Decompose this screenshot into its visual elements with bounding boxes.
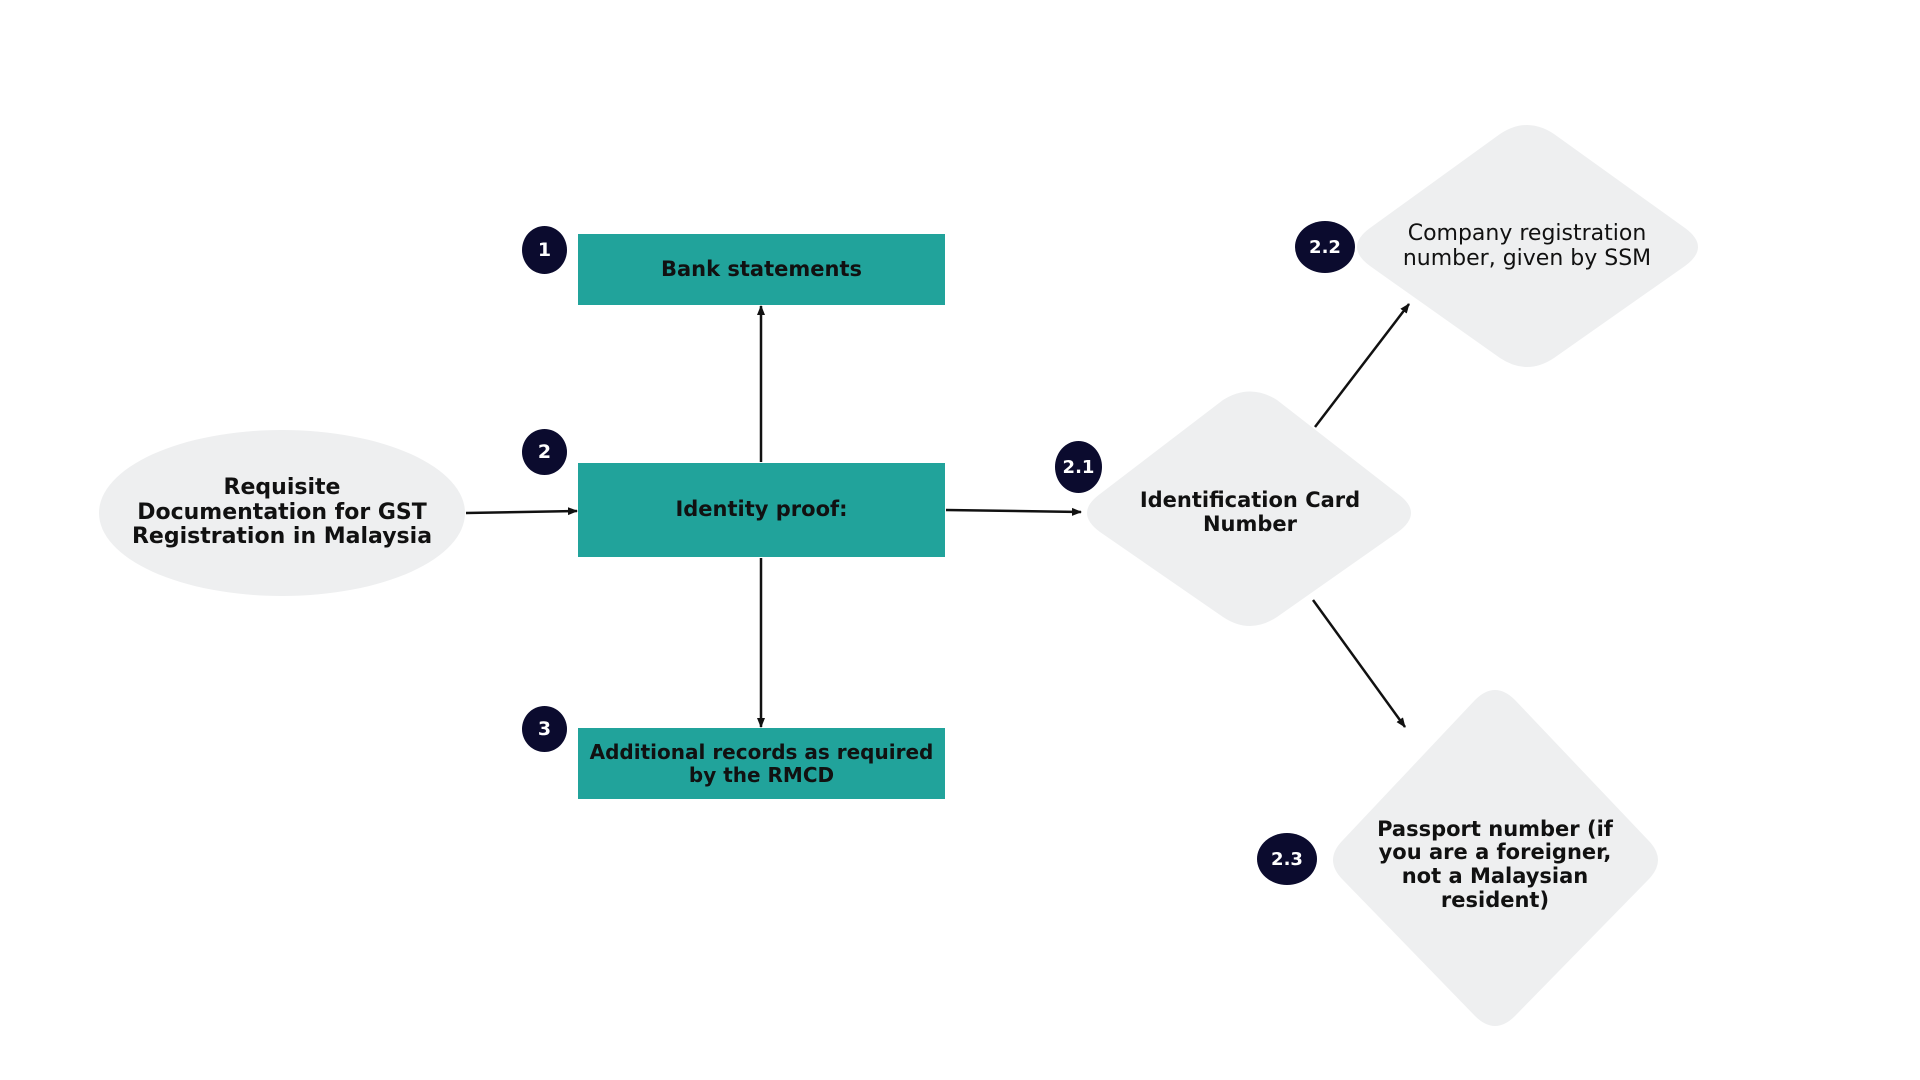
badge-3: 3 [522,706,567,752]
id-card-diamond [1087,391,1411,626]
badge-2-3: 2.3 [1257,833,1317,885]
arrow-identity-to-id-card [945,507,1082,516]
id-card-label: Identification Card Number [1139,488,1361,536]
passport-label: Passport number (if you are a foreigner,… [1377,816,1613,912]
root-label: Requisite Documentation for GST Registra… [131,475,433,550]
badge-2-1: 2.1 [1055,441,1102,493]
badge-1: 1 [522,226,567,274]
additional-records-box [578,728,945,799]
arrow-id-card-to-passport [1311,599,1407,728]
company-label: Company registration number, given by SS… [1402,221,1652,271]
identity-proof-label: Identity proof: [675,497,848,522]
arrow-id-card-to-company [1314,303,1410,428]
additional-records-label: Additional records as required by the RM… [589,740,934,787]
company-diamond [1357,125,1698,367]
passport-diamond [1333,690,1658,1026]
arrow-root-to-identity [465,507,578,516]
bank-statements-label: Bank statements [660,256,862,281]
badge-2-2: 2.2 [1295,221,1355,273]
root-ellipse [99,430,465,596]
badge-2: 2 [522,429,567,475]
bank-statements-box [578,234,945,305]
identity-proof-box [578,463,945,557]
